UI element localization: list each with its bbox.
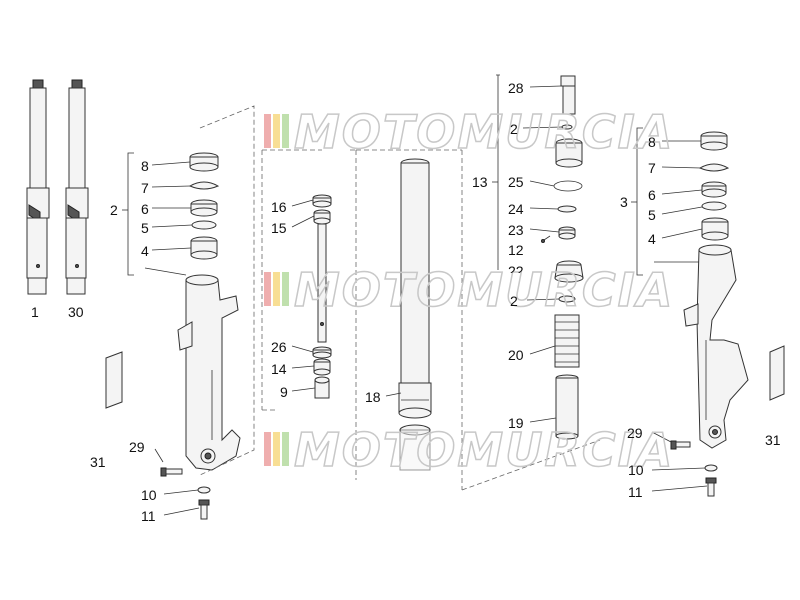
right-bracket-3 <box>631 127 643 276</box>
watermark-stripe-green <box>282 272 289 306</box>
ring-26 <box>312 346 332 359</box>
left-lower-slider <box>177 274 241 471</box>
callout-23: 23 <box>508 222 524 238</box>
callout-31-right: 31 <box>765 432 781 448</box>
pin-12 <box>541 235 551 243</box>
callout-19: 19 <box>508 415 524 431</box>
fork-assembly-30 <box>65 79 89 295</box>
watermark-top: MOTOMURCIA <box>264 104 674 160</box>
cap-28 <box>560 75 576 115</box>
callout-2-left-group: 2 <box>110 202 118 218</box>
watermark-text: MOTOMURCIA <box>294 263 674 317</box>
callout-13: 13 <box>472 174 488 190</box>
washer-24 <box>557 205 577 213</box>
callout-20: 20 <box>508 347 524 363</box>
fork-assembly-1 <box>26 79 50 295</box>
watermark-middle: MOTOMURCIA <box>264 262 674 318</box>
callout-5-right: 5 <box>648 207 656 223</box>
callout-28: 28 <box>508 80 524 96</box>
callout-18: 18 <box>365 389 381 405</box>
watermark-stripe-yellow <box>273 114 280 148</box>
right-bolt-29 <box>670 440 691 450</box>
watermark-stripe-red <box>264 114 271 148</box>
callout-25: 25 <box>508 174 524 190</box>
callout-14: 14 <box>271 361 287 377</box>
callout-7-right: 7 <box>648 160 656 176</box>
left-bracket-2 <box>122 152 134 276</box>
nut-13 <box>555 138 583 168</box>
right-reflector-31 <box>769 345 785 401</box>
left-screw-11 <box>198 499 210 520</box>
callout-1: 1 <box>31 304 39 320</box>
left-bolt-29 <box>160 467 183 477</box>
watermark-stripe-yellow <box>273 432 280 466</box>
right-screw-11 <box>705 477 717 497</box>
watermark-stripe-green <box>282 432 289 466</box>
callout-15: 15 <box>271 220 287 236</box>
callout-4-right: 4 <box>648 231 656 247</box>
callout-11-left: 11 <box>141 508 156 524</box>
watermark-stripe-yellow <box>273 272 280 306</box>
callout-4-left: 4 <box>141 243 149 259</box>
callout-8-left: 8 <box>141 158 149 174</box>
watermark-stripe-red <box>264 272 271 306</box>
watermark-stripe-green <box>282 114 289 148</box>
callout-10-left: 10 <box>141 487 157 503</box>
callout-3-right-group: 3 <box>620 194 628 210</box>
spring-20 <box>554 314 580 368</box>
callout-31-left: 31 <box>90 454 106 470</box>
callout-12: 12 <box>508 242 524 258</box>
callout-30: 30 <box>68 304 84 320</box>
callout-16: 16 <box>271 199 287 215</box>
callout-9: 9 <box>280 384 288 400</box>
callout-22: 22 <box>508 264 524 273</box>
callout-29-right: 29 <box>627 425 643 441</box>
callout-6-left: 6 <box>141 201 149 217</box>
piston-9 <box>314 376 330 399</box>
bushing-15 <box>313 209 331 225</box>
leader-lines <box>144 85 708 516</box>
callout-6-right: 6 <box>648 187 656 203</box>
callout-5-left: 5 <box>141 220 149 236</box>
watermark-text: MOTOMURCIA <box>294 423 674 477</box>
left-washer-10 <box>197 486 211 494</box>
cone-22 <box>554 260 584 283</box>
callout-29-left: 29 <box>129 439 145 455</box>
callout-21: 2 <box>510 293 518 309</box>
callout-26: 26 <box>271 339 287 355</box>
right-lower-slider <box>683 244 749 449</box>
left-reflector-31 <box>105 351 123 409</box>
inner-tube-18 <box>398 158 432 471</box>
damper-rod <box>317 223 327 343</box>
spacer-19 <box>555 374 579 440</box>
watermark-stripe-red <box>264 432 271 466</box>
left-seal-parts <box>188 152 220 260</box>
right-seal-parts <box>698 131 730 241</box>
ring-16 <box>312 194 332 208</box>
callout-27: 2 <box>510 121 518 137</box>
callout-7-left: 7 <box>141 180 149 196</box>
right-washer-10 <box>704 464 718 472</box>
callout-11-right: 11 <box>628 484 643 500</box>
ring-25 <box>553 180 583 192</box>
spring-14 <box>313 358 331 376</box>
bushing-23 <box>558 226 576 240</box>
callout-8-right: 8 <box>648 134 656 150</box>
callout-10-right: 10 <box>628 462 644 478</box>
watermark-text: MOTOMURCIA <box>294 105 674 159</box>
watermark-bottom: MOTOMURCIA <box>264 422 674 478</box>
callout-24: 24 <box>508 201 524 217</box>
